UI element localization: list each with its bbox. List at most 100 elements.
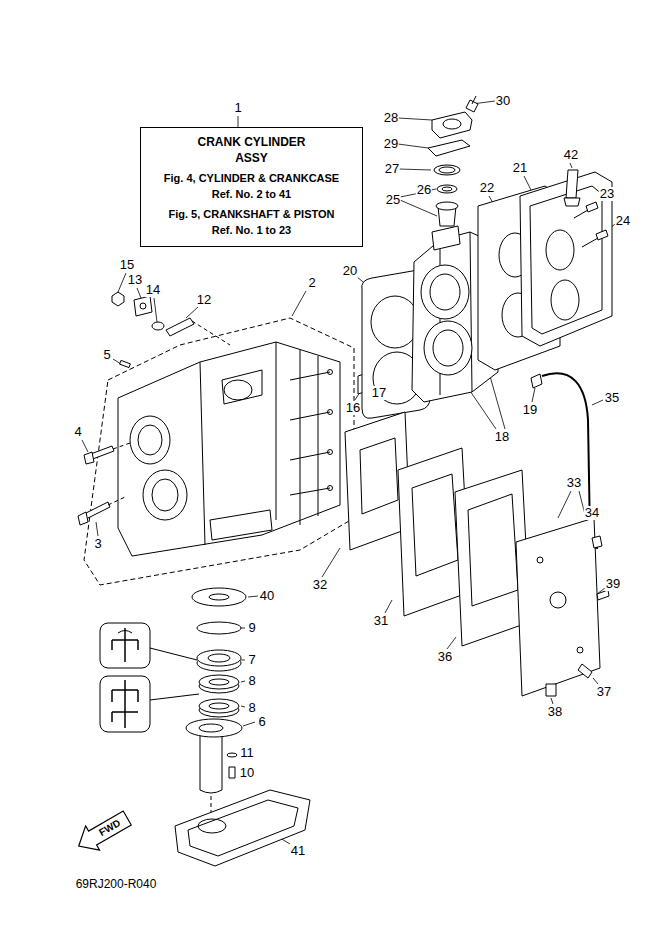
callout-number: 20 [342, 264, 358, 278]
detail-inset [100, 676, 150, 732]
bearing-stack [209, 594, 229, 600]
bolt [113, 443, 130, 449]
leader-line [322, 548, 340, 577]
bearing-stack [186, 588, 246, 812]
callout-number: 25 [385, 193, 401, 207]
exhaust-plates [550, 592, 566, 608]
leader-line [447, 637, 456, 649]
exhaust-plates [468, 494, 518, 606]
crankcase-block [138, 425, 162, 455]
thermostat-parts [437, 185, 457, 193]
leader-line [137, 288, 141, 298]
callout-number: 9 [247, 621, 256, 635]
detail-inset [118, 631, 132, 634]
fitting-parts [192, 321, 230, 345]
leader-line [532, 388, 535, 402]
callout-number: 12 [196, 293, 212, 307]
leader-line [82, 440, 88, 452]
head-cover [551, 280, 579, 320]
leader-line [241, 681, 245, 682]
callout-number: 30 [495, 94, 511, 108]
leader-line [241, 628, 245, 629]
bearing-stack [192, 588, 246, 606]
thermostat-parts [434, 165, 460, 175]
bearing-stack [209, 679, 229, 685]
leader-line [238, 116, 239, 127]
sensor-and-bolts [574, 210, 588, 218]
bolt [78, 360, 130, 525]
crankcase-block [130, 416, 170, 464]
callout-number: 42 [563, 148, 579, 162]
fitting-parts [140, 303, 146, 309]
bearing-stack [211, 796, 212, 812]
drawing-code: 69RJ200-R040 [75, 877, 158, 891]
callout-number: 32 [312, 578, 328, 592]
fitting-parts [112, 292, 124, 306]
callout-number: 31 [373, 614, 389, 628]
leader-line [186, 307, 198, 318]
leader-line [248, 596, 258, 597]
bearing-stack [197, 650, 241, 666]
bearing-stack [229, 767, 235, 778]
leader-line [592, 400, 603, 405]
exhaust-plates [412, 474, 458, 576]
exhaust-plates [360, 438, 398, 514]
reference-note: Fig. 4, CYLINDER & CRANKCASE Ref. No. 2 … [160, 170, 344, 202]
thermostat-parts [442, 187, 452, 191]
crankcase-block [84, 318, 354, 585]
crankcase-block [328, 486, 333, 491]
callout-number: 28 [383, 111, 399, 125]
cylinder-body [430, 274, 460, 310]
callout-number: 4 [73, 425, 82, 439]
callout-number: 8 [247, 701, 256, 715]
bearing-stack [200, 735, 222, 793]
callout-number: 15 [119, 258, 135, 272]
exhaust-plates [577, 647, 583, 653]
bearing-stack [199, 699, 239, 713]
callout-number: 24 [615, 214, 631, 228]
callout-number: 40 [259, 589, 275, 603]
thermostat-parts [439, 167, 455, 173]
leader-line [524, 176, 532, 192]
crankcase-block [290, 372, 330, 495]
direction-arrow: FWD [70, 805, 135, 860]
exhaust-plates [537, 557, 543, 563]
crankcase-block [118, 342, 340, 556]
reference-note: Fig. 5, CRANKSHAFT & PISTON Ref. No. 1 t… [160, 206, 344, 238]
crankcase-block [210, 370, 272, 540]
leader-line [558, 491, 571, 518]
leader-line [96, 522, 98, 536]
leader-line [118, 273, 126, 292]
callout-number: 22 [479, 181, 495, 195]
callout-number: 2 [307, 276, 316, 290]
crankcase-block [328, 370, 333, 375]
leader-line [154, 298, 157, 322]
fitting-parts [166, 318, 194, 336]
bearing-stack [199, 675, 239, 689]
detail-inset [100, 623, 150, 668]
base-gasket [175, 790, 310, 866]
sensor-and-bolts [564, 170, 608, 247]
callout-number: 29 [383, 137, 399, 151]
bolt [108, 497, 125, 505]
cylinder-gasket [371, 296, 419, 348]
fitting [531, 374, 542, 388]
title-box: CRANK CYLINDER ASSY Fig. 4, CYLINDER & CR… [140, 127, 363, 247]
callout-number: 36 [437, 650, 453, 664]
callout-number: 19 [522, 403, 538, 417]
sensor-and-bolts [564, 198, 580, 206]
callout-number: 14 [145, 283, 161, 297]
callout-number: 23 [599, 187, 615, 201]
leader-line [243, 722, 255, 726]
bearing-stack [197, 622, 241, 634]
leader-line [400, 200, 437, 216]
exhaust-plates [516, 518, 600, 696]
fitting-parts [112, 292, 230, 345]
base-gasket [188, 800, 298, 856]
assembly-title: CRANK CYLINDER ASSY [192, 134, 312, 166]
callout-number: 38 [547, 705, 563, 719]
bearing-stack [209, 703, 229, 709]
cylinder-body [421, 265, 469, 319]
callout-number: 16 [345, 401, 361, 415]
cylinder-body [433, 330, 463, 366]
